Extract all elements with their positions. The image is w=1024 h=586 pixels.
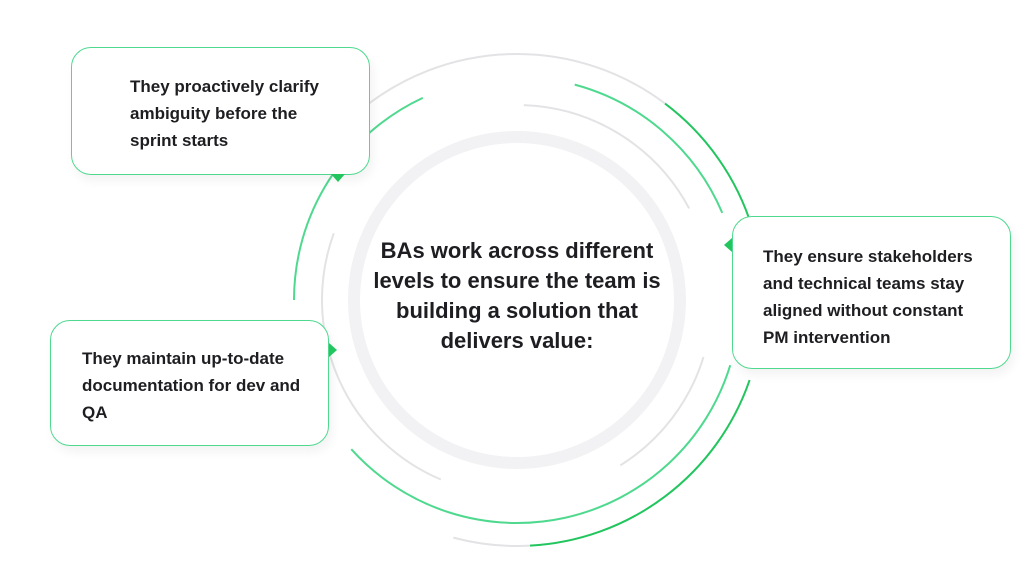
ring-arc bbox=[664, 102, 754, 229]
ring-arc bbox=[574, 83, 724, 214]
inner-ring bbox=[348, 131, 686, 469]
pointer-icon bbox=[329, 343, 337, 357]
card-clarify-ambiguity: They proactively clarify ambiguity befor… bbox=[71, 47, 370, 175]
ring-arc bbox=[523, 104, 691, 209]
center-statement: BAs work across different levels to ensu… bbox=[373, 238, 661, 353]
card-text: They maintain up-to-date documentation f… bbox=[82, 349, 301, 422]
ring-arc bbox=[358, 53, 666, 113]
card-text: They ensure stakeholders and technical t… bbox=[763, 247, 973, 347]
pointer-icon bbox=[331, 174, 345, 182]
ring-arc bbox=[293, 96, 424, 301]
ring-arc bbox=[453, 536, 530, 547]
ring-arc bbox=[321, 232, 442, 481]
card-stakeholder-alignment: They ensure stakeholders and technical t… bbox=[732, 216, 1011, 369]
ring-arc bbox=[350, 364, 732, 524]
card-text: They proactively clarify ambiguity befor… bbox=[130, 77, 319, 150]
ring-arc bbox=[529, 379, 751, 547]
pointer-icon bbox=[724, 238, 732, 252]
card-documentation: They maintain up-to-date documentation f… bbox=[50, 320, 329, 446]
ring-arc bbox=[619, 356, 705, 467]
